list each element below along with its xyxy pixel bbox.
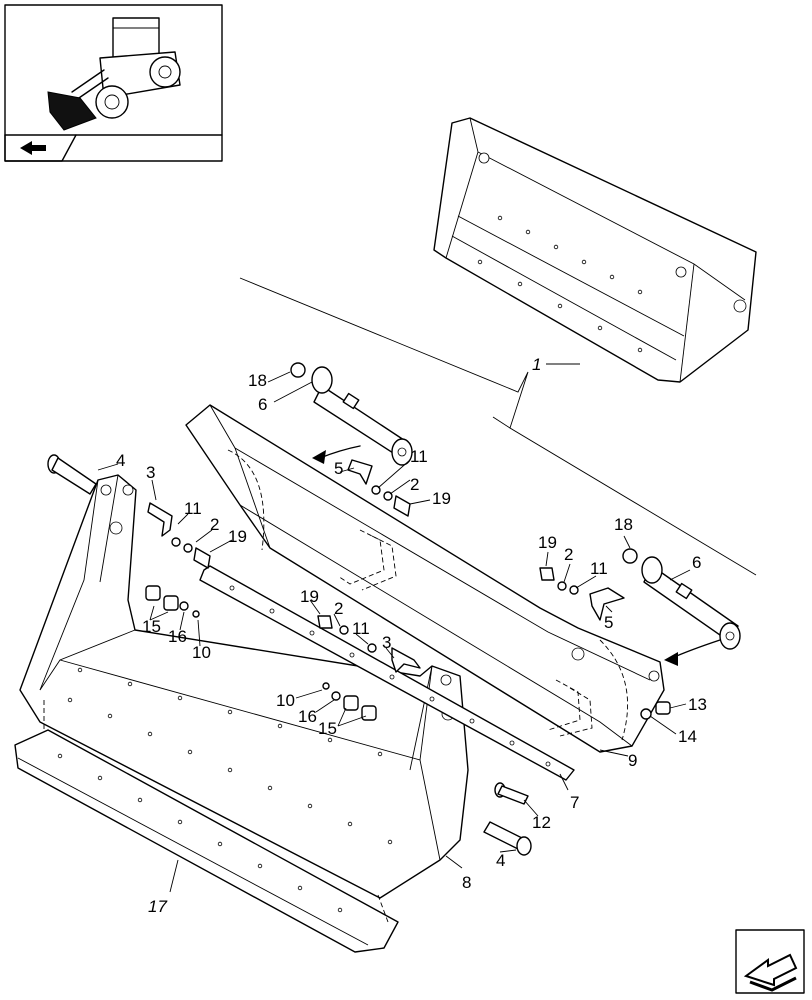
lock-plate-3b [391, 647, 421, 673]
callout-11d: 11 [590, 559, 608, 578]
callout-18b: 18 [614, 515, 633, 534]
wear-strip-holes [229, 585, 551, 767]
callout-16b: 16 [298, 707, 317, 726]
bucket-shell [19, 474, 469, 899]
callout-4b: 4 [496, 851, 505, 870]
machine-thumbnail [4, 4, 223, 162]
callout-16a: 16 [168, 627, 187, 646]
cylinder-upper [311, 366, 413, 466]
callout-9: 9 [628, 751, 637, 770]
callout-5a: 5 [334, 459, 343, 478]
callout-labels: 1 18 6 5 11 2 19 4 3 11 2 19 15 16 10 19… [116, 355, 707, 916]
lock-plate-3a [147, 502, 173, 537]
callout-19b: 19 [228, 527, 247, 546]
bolt-12 [494, 782, 529, 805]
bucket-bolt-holes [477, 215, 643, 353]
callout-7: 7 [570, 793, 579, 812]
callout-3a: 3 [146, 463, 155, 482]
lock-plate-5a [347, 459, 373, 485]
next-arrow-icon [743, 953, 798, 992]
callout-18a: 18 [248, 371, 267, 390]
assembled-bucket [433, 117, 757, 383]
shell-bolt-holes [67, 667, 393, 845]
callout-2a: 2 [410, 475, 419, 494]
lock-plate-5b [589, 587, 625, 621]
callout-6a: 6 [258, 395, 267, 414]
cutting-edge [14, 700, 399, 953]
callout-15b: 15 [318, 719, 337, 738]
callout-19d: 19 [538, 533, 557, 552]
callout-14: 14 [678, 727, 697, 746]
pin-4-upper [47, 454, 97, 495]
callout-8: 8 [462, 873, 471, 892]
pin-4-lower [483, 821, 532, 856]
callout-13: 13 [688, 695, 707, 714]
callout-10b: 10 [276, 691, 295, 710]
leader-lines [97, 363, 691, 893]
wear-strip [199, 565, 575, 781]
assembly-divider [239, 277, 757, 576]
callout-19c: 19 [300, 587, 319, 606]
callout-11b: 11 [184, 499, 202, 518]
cutting-edge-holes [57, 753, 343, 913]
back-arrow-icon[interactable] [20, 141, 46, 155]
callout-2c: 2 [334, 599, 343, 618]
next-page-button[interactable] [735, 929, 805, 994]
callout-6b: 6 [692, 553, 701, 572]
callout-5b: 5 [604, 613, 613, 632]
callout-15a: 15 [142, 617, 161, 636]
callout-11a: 11 [410, 447, 428, 466]
callout-11c: 11 [352, 619, 370, 638]
callout-19a: 19 [432, 489, 451, 508]
callout-10a: 10 [192, 643, 211, 662]
hardware-parts [47, 362, 671, 856]
callout-2d: 2 [564, 545, 573, 564]
bucket-back-frame [185, 404, 721, 753]
callout-4a: 4 [116, 451, 125, 470]
callout-1: 1 [532, 355, 541, 374]
callout-3b: 3 [382, 633, 391, 652]
cylinder-lower [641, 556, 741, 650]
callout-17: 17 [148, 897, 167, 916]
callout-12: 12 [532, 813, 551, 832]
wheel-loader-thumbnail [47, 17, 181, 131]
callout-2b: 2 [210, 515, 219, 534]
